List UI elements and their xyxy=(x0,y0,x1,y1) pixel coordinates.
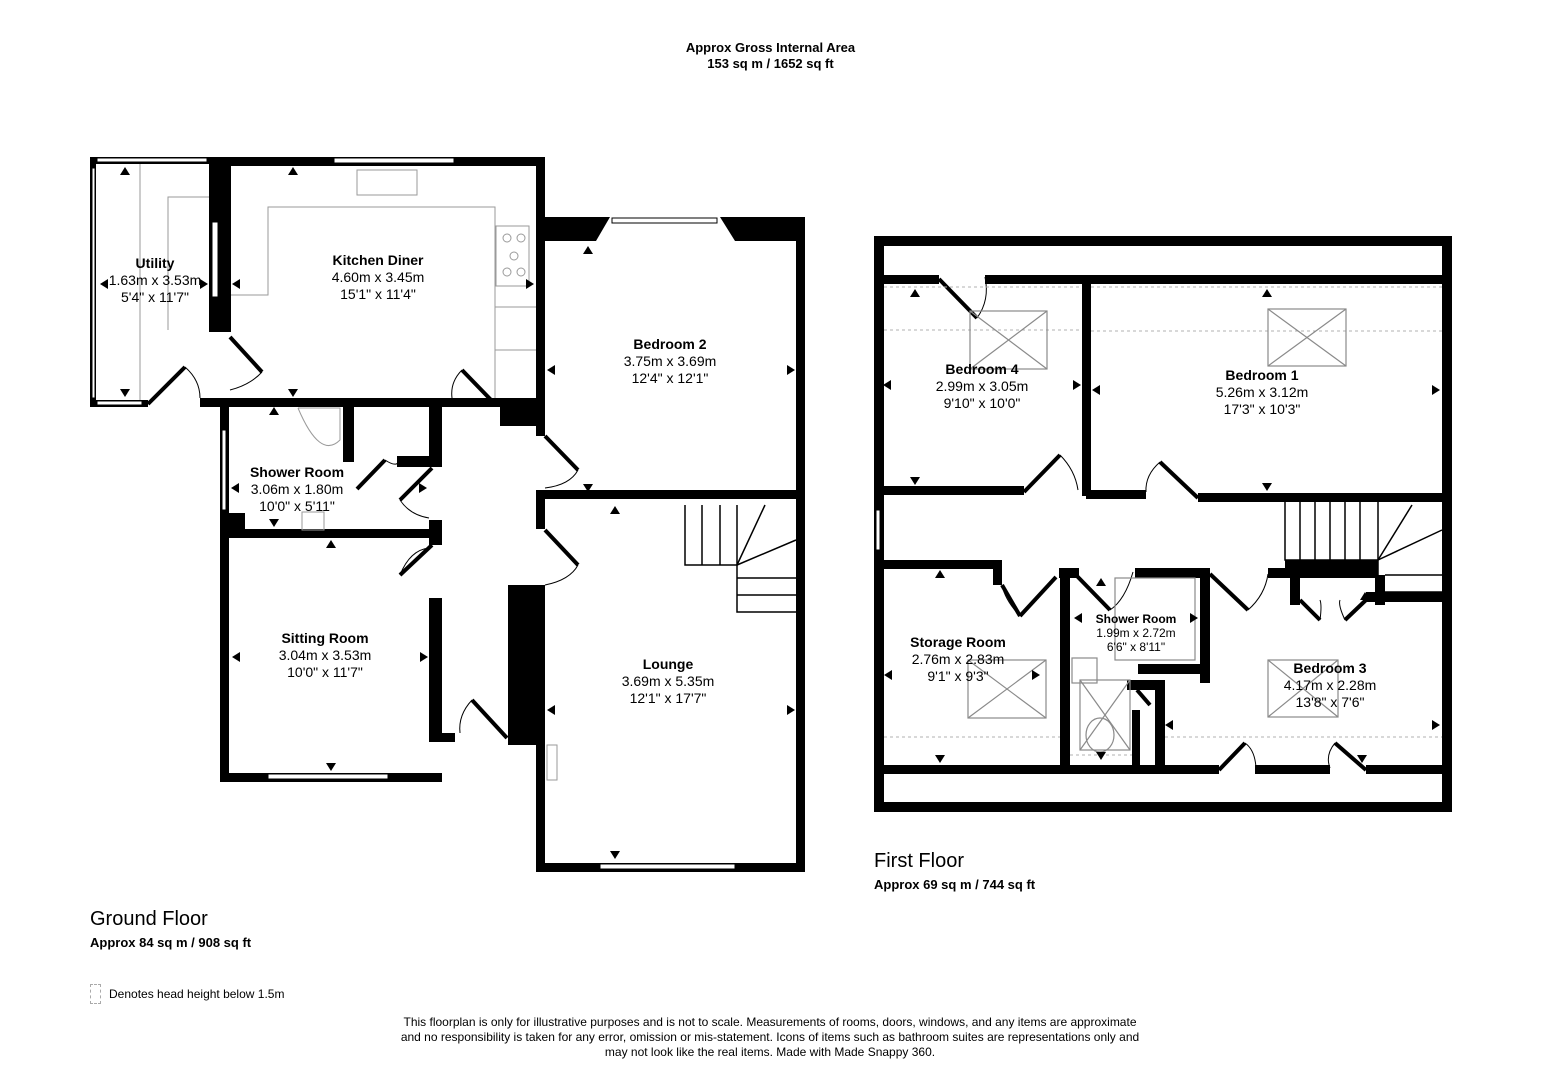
room-bedroom-2: Bedroom 2 3.75m x 3.69m 12'4" x 12'1" xyxy=(624,336,717,387)
room-metric: 2.99m x 3.05m xyxy=(935,378,1029,394)
room-name: Bedroom 3 xyxy=(1293,660,1367,676)
room-name: Bedroom 4 xyxy=(945,361,1019,377)
ground-floor-plan xyxy=(90,157,805,872)
room-imperial: 6'6" x 8'11" xyxy=(1106,640,1166,654)
room-name: Shower Room xyxy=(249,464,345,480)
room-metric: 4.60m x 3.45m xyxy=(331,269,425,285)
room-name: Shower Room xyxy=(1095,612,1177,626)
gross-area-header: Approx Gross Internal Area 153 sq m / 16… xyxy=(0,40,1541,72)
room-imperial: 10'0" x 5'11" xyxy=(259,498,335,514)
room-storage-room: Storage Room 2.76m x 2.83m 9'1" x 9'3" xyxy=(910,634,1006,685)
room-metric: 5.26m x 3.12m xyxy=(1215,384,1309,400)
room-bedroom-4: Bedroom 4 2.99m x 3.05m 9'10" x 10'0" xyxy=(936,361,1029,412)
legend: Denotes head height below 1.5m xyxy=(90,984,284,1004)
room-name: Bedroom 2 xyxy=(633,336,707,352)
room-metric: 1.63m x 3.53m xyxy=(108,272,202,288)
first-floor-area: Approx 69 sq m / 744 sq ft xyxy=(874,877,1036,892)
room-imperial: 12'4" x 12'1" xyxy=(631,370,709,386)
room-imperial: 17'3" x 10'3" xyxy=(1223,401,1301,417)
room-imperial: 12'1" x 17'7" xyxy=(629,690,707,706)
room-metric: 3.06m x 1.80m xyxy=(250,481,344,497)
room-sitting-room: Sitting Room 3.04m x 3.53m 10'0" x 11'7" xyxy=(279,630,372,681)
legend-text: Denotes head height below 1.5m xyxy=(109,987,285,1001)
first-floor-caption: First Floor Approx 69 sq m / 744 sq ft xyxy=(874,850,1035,892)
room-metric: 3.04m x 3.53m xyxy=(278,647,372,663)
room-name: Storage Room xyxy=(910,634,1006,650)
disclaimer-line-1: This floorplan is only for illustrative … xyxy=(403,1015,1137,1029)
room-utility: Utility 1.63m x 3.53m 5'4" x 11'7" xyxy=(109,255,202,306)
room-imperial: 9'1" x 9'3" xyxy=(927,668,989,684)
disclaimer: This floorplan is only for illustrative … xyxy=(300,1015,1240,1060)
room-metric: 3.69m x 5.35m xyxy=(621,673,715,689)
ground-floor-name: Ground Floor xyxy=(90,908,208,930)
gross-area-title: Approx Gross Internal Area xyxy=(685,40,856,55)
room-lounge: Lounge 3.69m x 5.35m 12'1" x 17'7" xyxy=(622,656,715,707)
room-imperial: 13'8" x 7'6" xyxy=(1295,694,1365,710)
room-imperial: 5'4" x 11'7" xyxy=(121,289,189,305)
first-floor-name: First Floor xyxy=(874,850,964,872)
room-metric: 4.17m x 2.28m xyxy=(1283,677,1377,693)
room-kitchen-diner: Kitchen Diner 4.60m x 3.45m 15'1" x 11'4… xyxy=(332,252,425,303)
room-bedroom-1: Bedroom 1 5.26m x 3.12m 17'3" x 10'3" xyxy=(1216,367,1309,418)
room-imperial: 10'0" x 11'7" xyxy=(287,664,363,680)
room-metric: 3.75m x 3.69m xyxy=(623,353,717,369)
first-floor-plan xyxy=(874,236,1452,812)
disclaimer-line-2: and no responsibility is taken for any e… xyxy=(400,1030,1140,1044)
room-imperial: 15'1" x 11'4" xyxy=(340,286,416,302)
ground-floor-caption: Ground Floor Approx 84 sq m / 908 sq ft xyxy=(90,908,251,950)
dashed-box-icon xyxy=(90,984,101,1004)
gross-area-value: 153 sq m / 1652 sq ft xyxy=(707,56,834,71)
ground-floor-area: Approx 84 sq m / 908 sq ft xyxy=(90,935,252,950)
disclaimer-line-3: may not look like the real items. Made w… xyxy=(604,1045,936,1059)
room-shower-room-first: Shower Room 1.99m x 2.72m 6'6" x 8'11" xyxy=(1096,612,1177,654)
room-shower-room-ground: Shower Room 3.06m x 1.80m 10'0" x 5'11" xyxy=(250,464,344,515)
room-bedroom-3: Bedroom 3 4.17m x 2.28m 13'8" x 7'6" xyxy=(1284,660,1377,711)
room-name: Bedroom 1 xyxy=(1225,367,1299,383)
room-metric: 2.76m x 2.83m xyxy=(911,651,1005,667)
room-imperial: 9'10" x 10'0" xyxy=(943,395,1021,411)
room-name: Utility xyxy=(135,255,175,271)
room-name: Lounge xyxy=(642,656,694,672)
room-name: Sitting Room xyxy=(281,630,369,646)
room-metric: 1.99m x 2.72m xyxy=(1096,626,1176,640)
room-name: Kitchen Diner xyxy=(332,252,424,268)
